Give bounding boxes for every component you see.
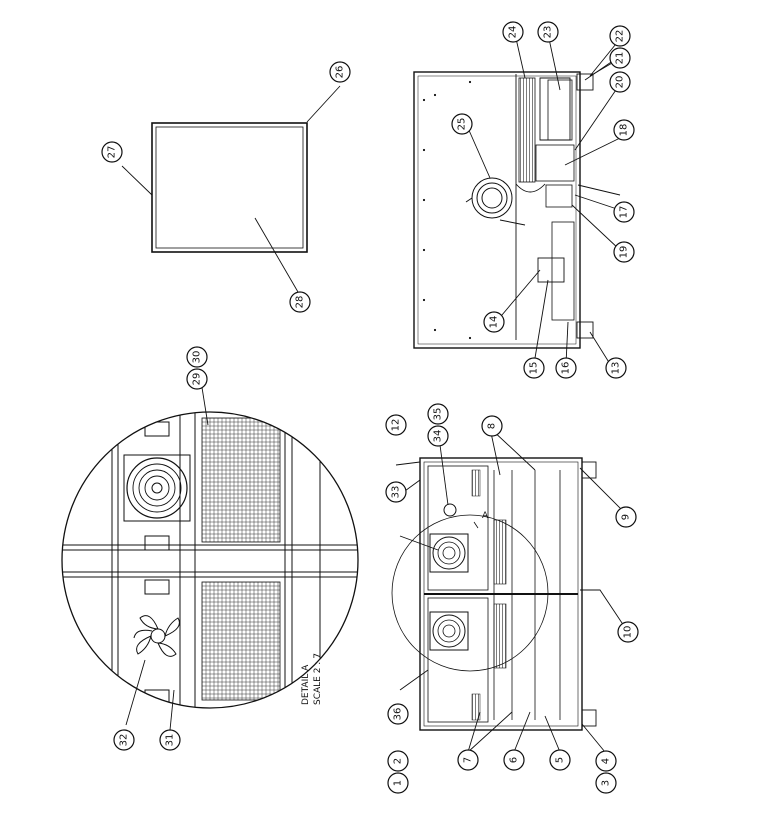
callout-20: 20 [609, 71, 631, 93]
callout-9: 9 [615, 506, 637, 528]
callout-36: 36 [387, 703, 409, 725]
callout-19: 19 [613, 241, 635, 263]
callout-2: 2 [387, 750, 409, 772]
svg-text:12: 12 [391, 419, 402, 432]
svg-text:35: 35 [433, 408, 444, 421]
svg-text:13: 13 [611, 362, 622, 375]
svg-text:16: 16 [561, 362, 572, 375]
callout-12: 12 [385, 414, 407, 436]
svg-text:20: 20 [615, 76, 626, 89]
callout-33: 33 [385, 481, 407, 503]
svg-text:23: 23 [543, 26, 554, 39]
svg-text:30: 30 [192, 351, 203, 364]
detail-fan-guard [123, 454, 191, 522]
callout-21: 21 [609, 47, 631, 69]
svg-text:22: 22 [615, 30, 626, 43]
callout-31: 31 [159, 729, 181, 751]
svg-text:28: 28 [295, 296, 306, 309]
callout-32: 32 [113, 729, 135, 751]
section-marker: A [482, 511, 489, 521]
panel-view [151, 122, 308, 253]
svg-text:4: 4 [601, 758, 612, 764]
callout-17: 17 [613, 201, 635, 223]
detail-title: DETAIL A [301, 664, 311, 705]
svg-text:10: 10 [623, 626, 634, 639]
callout-13: 13 [605, 357, 627, 379]
callout-23: 23 [537, 21, 559, 43]
callout-7: 7 [457, 749, 479, 771]
fan-upper [429, 533, 469, 573]
callout-6: 6 [503, 749, 525, 771]
callout-15: 15 [523, 357, 545, 379]
callout-27: 27 [101, 141, 123, 163]
callout-balloons: 26 27 28 29 30 31 32 12 34 35 33 8 9 10 … [101, 21, 639, 794]
svg-text:1: 1 [393, 780, 404, 786]
callout-28: 28 [289, 291, 311, 313]
side-view [413, 71, 594, 349]
callout-10: 10 [617, 621, 639, 643]
detail-fan-blade [133, 615, 180, 657]
svg-text:3: 3 [601, 780, 612, 786]
detail-a-view: DETAIL A SCALE 2 : 7 [61, 411, 359, 709]
svg-text:15: 15 [529, 362, 540, 375]
callout-35: 35 [427, 403, 449, 425]
detail-scale: SCALE 2 : 7 [313, 653, 323, 705]
callout-22: 22 [609, 25, 631, 47]
callout-4: 4 [595, 750, 617, 772]
svg-text:17: 17 [619, 206, 630, 219]
svg-text:36: 36 [393, 708, 404, 721]
svg-text:19: 19 [619, 246, 630, 259]
svg-text:9: 9 [621, 514, 632, 520]
front-view: A [391, 457, 597, 731]
svg-text:25: 25 [457, 118, 468, 131]
callout-34: 34 [427, 425, 449, 447]
svg-text:5: 5 [555, 757, 566, 763]
svg-text:26: 26 [335, 66, 346, 79]
callout-8: 8 [481, 415, 503, 437]
callout-26: 26 [329, 61, 351, 83]
callout-14: 14 [483, 311, 505, 333]
svg-text:7: 7 [463, 757, 474, 763]
callout-3: 3 [595, 772, 617, 794]
callout-24: 24 [502, 21, 524, 43]
callout-16: 16 [555, 357, 577, 379]
fan-lower [429, 611, 469, 651]
callout-5: 5 [549, 749, 571, 771]
svg-text:24: 24 [508, 26, 519, 39]
callout-30: 30 [186, 346, 208, 368]
svg-text:18: 18 [619, 124, 630, 137]
svg-text:2: 2 [393, 758, 404, 764]
svg-text:33: 33 [391, 486, 402, 499]
svg-text:34: 34 [433, 430, 444, 443]
callout-1: 1 [387, 772, 409, 794]
svg-text:6: 6 [509, 757, 520, 763]
callout-29: 29 [186, 368, 208, 390]
svg-text:32: 32 [119, 734, 130, 747]
svg-text:29: 29 [192, 373, 203, 386]
coiled-tube [465, 177, 526, 226]
svg-text:14: 14 [489, 316, 500, 329]
svg-text:31: 31 [165, 734, 176, 747]
callout-25: 25 [451, 113, 473, 135]
svg-text:8: 8 [487, 423, 498, 429]
callout-18: 18 [613, 119, 635, 141]
svg-text:21: 21 [615, 52, 626, 65]
svg-text:27: 27 [107, 146, 118, 159]
